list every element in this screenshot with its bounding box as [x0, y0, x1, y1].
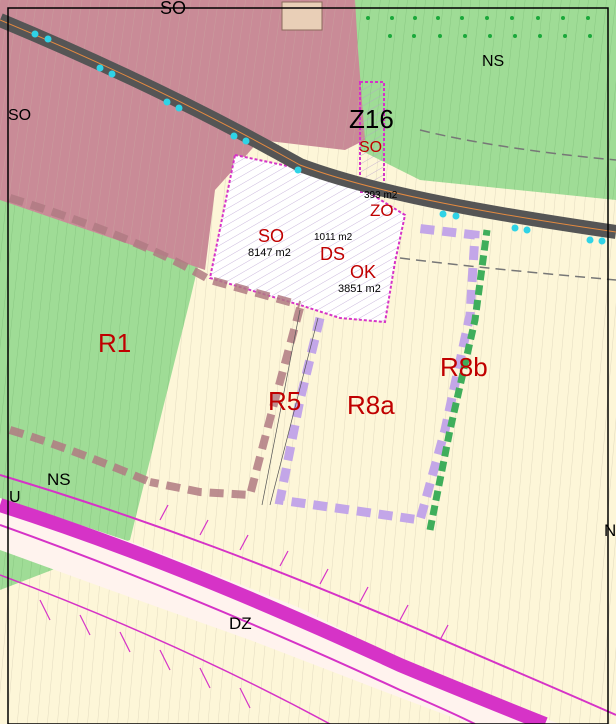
label-area-3851: 3851 m2 — [338, 283, 381, 295]
label-ds: DS — [320, 244, 345, 264]
label-r5: R5 — [268, 386, 301, 416]
label-r8a: R8a — [347, 390, 395, 420]
dz-inner-line — [0, 498, 548, 724]
tree-dots — [366, 16, 592, 38]
water-dots — [31, 30, 606, 245]
r5-parcel-lines — [261, 309, 319, 506]
farm-dashed-line — [399, 257, 616, 281]
label-dz: DZ — [229, 614, 252, 633]
label-r1: R1 — [98, 328, 131, 358]
dz-outer-top — [0, 474, 616, 716]
label-area-8147: 8147 m2 — [248, 247, 291, 259]
label-n-right: N — [604, 521, 616, 540]
label-ok: OK — [350, 262, 376, 282]
r8b-boundary — [426, 229, 491, 531]
label-ns-top: NS — [482, 53, 504, 70]
ns-zone-top-stripes — [355, 0, 616, 200]
building-footprint — [281, 1, 323, 31]
map-frame — [7, 7, 609, 724]
label-area-1011: 1011 m2 — [314, 232, 353, 243]
label-zo: ZO — [370, 201, 394, 220]
label-r8b: R8b — [440, 352, 488, 382]
label-so-top: SO — [160, 0, 186, 18]
ns-lower-boundary — [8, 426, 152, 486]
label-z16: Z16 — [349, 104, 394, 134]
label-area-393: 393 m2 — [364, 190, 398, 201]
r1-boundary — [8, 194, 302, 309]
so-residential-stripes — [0, 0, 365, 270]
z16-strip — [359, 81, 385, 193]
label-so-mid: SO — [258, 226, 284, 246]
dz-bottom-edge — [0, 574, 331, 724]
dz-ticks — [39, 504, 449, 709]
label-u-left: U — [9, 489, 21, 506]
label-ns-bottom: NS — [47, 470, 71, 489]
ns-dashed-line — [419, 129, 616, 161]
r8a-boundary — [274, 223, 480, 526]
label-so-left: SO — [8, 107, 31, 124]
label-so-z16: SO — [359, 139, 382, 156]
main-road-edge — [0, 19, 616, 233]
dz-inner-edge — [0, 524, 476, 724]
